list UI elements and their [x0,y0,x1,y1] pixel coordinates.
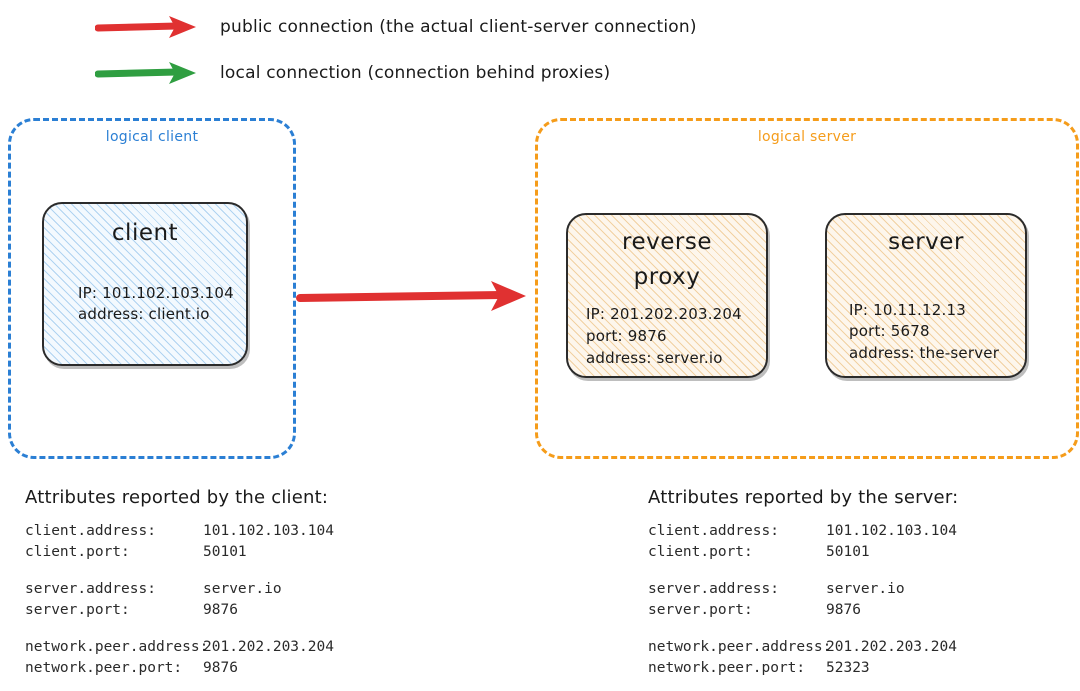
node-reverse-proxy[interactable]: reverse proxy IP: 201.202.203.204 port: … [566,213,768,378]
attributes-server-table: client.address: 101.102.103.104 client.p… [648,521,958,678]
logical-server-group: logical server [535,118,1079,459]
node-reverse-proxy-prop-ip: IP: 201.202.203.204 [586,305,742,323]
table-row: server.port: 9876 [25,600,334,621]
attr-value: 101.102.103.104 [826,523,957,539]
attr-key: network.peer.address: [648,639,832,656]
attributes-reported-by-client: Attributes reported by the client: clien… [25,487,334,678]
node-server-prop-port: port: 5678 [849,322,930,341]
table-row: client.port: 50101 [648,542,958,563]
table-row: network.peer.port: 9876 [25,658,334,679]
table-group-spacer [25,562,334,579]
node-server-title: server [827,225,1025,260]
attr-value: server.io [826,581,905,598]
attr-key: network.peer.port: [648,659,806,676]
node-client-title: client [111,220,179,246]
legend-label-public-connection: public connection (the actual client-ser… [220,17,697,37]
attr-value: 9876 [203,659,238,676]
table-row: server.address: server.io [25,579,334,600]
attr-value: 50101 [826,543,870,560]
node-client-prop-address: address: client.io [78,305,210,324]
attr-value: 9876 [203,601,238,618]
attr-key: network.peer.port: [25,659,183,676]
node-reverse-proxy-title: reverse proxy [568,225,766,294]
table-row: server.address: server.io [648,579,958,600]
table-row: client.address: 101.102.103.104 [648,521,958,542]
node-reverse-proxy-prop-port: port: 9876 [586,326,667,345]
attr-value: 9876 [826,601,861,618]
logical-client-label: logical client [105,129,199,145]
table-row: network.peer.address: 201.202.203.204 [25,637,334,658]
attr-key: server.port: [648,601,753,618]
table-row: client.port: 50101 [25,542,334,563]
red-arrow-icon [95,16,196,38]
attr-key: server.port: [25,601,130,618]
attr-key: server.address: [648,581,779,598]
attr-key: network.peer.address: [25,639,209,656]
node-client-properties: IP: 101.102.103.104 address: client.io [44,283,246,327]
attr-key: client.port: [648,543,753,560]
node-server-prop-ip: IP: 10.11.12.13 [849,300,966,319]
node-reverse-proxy-prop-address: address: server.io [586,348,723,367]
table-row: network.peer.port: 52323 [648,658,958,679]
logical-client-group: logical client [8,118,296,459]
table-group-spacer [648,562,958,579]
attributes-reported-by-server: Attributes reported by the server: clien… [648,487,958,678]
node-reverse-proxy-properties: IP: 201.202.203.204 port: 9876 address: … [568,304,766,369]
attr-value: 52323 [826,659,870,676]
table-group-spacer [25,620,334,637]
node-server-prop-address: address: the-server [849,344,1000,362]
node-server-title-line1: server [888,229,964,255]
node-reverse-proxy-title-line1: reverse [622,229,712,255]
attr-value: server.io [203,581,282,598]
legend-item-local-connection: local connection (connection behind prox… [95,57,610,89]
node-client[interactable]: client IP: 101.102.103.104 address: clie… [42,202,248,366]
attr-value: 201.202.203.204 [203,639,334,656]
attributes-client-table: client.address: 101.102.103.104 client.p… [25,521,334,678]
table-row: client.address: 101.102.103.104 [25,521,334,542]
table-row: network.peer.address: 201.202.203.204 [648,637,958,658]
attributes-client-heading: Attributes reported by the client: [25,487,329,508]
attr-key: client.address: [648,523,779,539]
attributes-server-heading: Attributes reported by the server: [648,487,959,508]
legend-item-public-connection: public connection (the actual client-ser… [95,11,697,43]
attr-value: 50101 [203,543,247,560]
attr-value: 101.102.103.104 [203,523,334,539]
table-row: server.port: 9876 [648,600,958,621]
node-server[interactable]: server IP: 10.11.12.13 port: 5678 addres… [825,213,1027,378]
node-server-properties: IP: 10.11.12.13 port: 5678 address: the-… [827,300,1025,365]
logical-server-label: logical server [757,129,857,145]
legend-label-local-connection: local connection (connection behind prox… [220,63,611,83]
node-client-prop-ip: IP: 101.102.103.104 [78,283,234,302]
table-group-spacer [648,620,958,637]
attr-key: client.port: [25,543,130,560]
node-reverse-proxy-title-line2: proxy [633,263,701,290]
attr-key: client.address: [25,523,156,539]
public-connection-arrow [296,281,526,311]
attr-key: server.address: [25,581,156,598]
attr-value: 201.202.203.204 [826,639,957,656]
green-arrow-icon [95,62,196,84]
